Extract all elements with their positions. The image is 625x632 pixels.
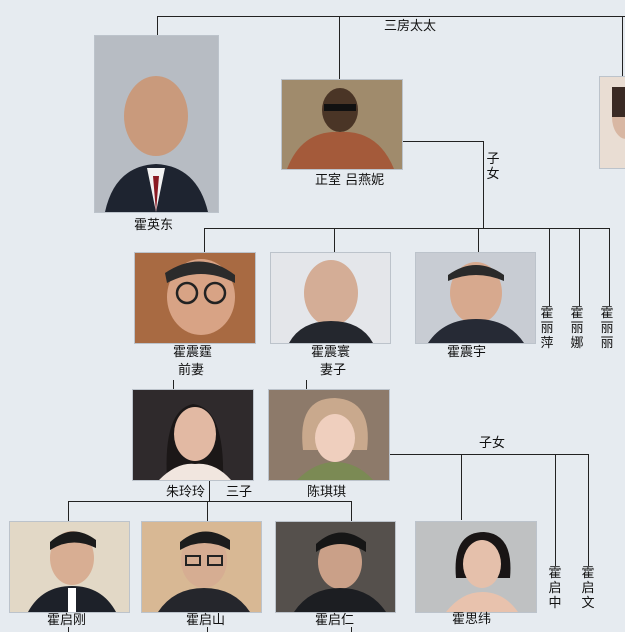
photo-huo-yingdong <box>94 35 219 213</box>
drop-lili <box>609 228 610 306</box>
name-huo-zhenyu: 霍震宇 <box>447 345 487 360</box>
label-wife: 妻子 <box>320 363 347 378</box>
name-huo-liping: 霍丽萍 <box>540 306 554 351</box>
drop-liping <box>549 228 550 306</box>
photo-huo-qiren <box>275 521 396 613</box>
sons-bus <box>68 501 351 502</box>
zhu-drop <box>209 479 210 501</box>
photo-zhu-lingling <box>132 389 254 481</box>
photo-huo-zhenhuan <box>270 252 391 344</box>
three-sons-label: 三子 <box>226 485 253 500</box>
photo-huo-qishan <box>141 521 262 613</box>
name-zhu-lingling: 朱玲玲 <box>166 485 206 500</box>
name-huo-qizhong: 霍启中 <box>548 566 562 611</box>
drop-qiren <box>351 501 352 521</box>
right-drop <box>622 16 623 76</box>
name-huo-lina: 霍丽娜 <box>570 306 584 351</box>
drop-qizhong <box>555 454 556 566</box>
name-huo-qigang: 霍启刚 <box>47 613 87 628</box>
drop-qiwen <box>588 454 589 566</box>
drop-zhenhuan <box>334 228 335 252</box>
chen-side-line <box>389 454 589 455</box>
drop-lina <box>579 228 580 306</box>
name-chen-qiqi: 陈琪琪 <box>307 485 347 500</box>
drop-zhenting <box>204 228 205 252</box>
qishan-bottom-line <box>207 627 208 632</box>
photo-chen-qiqi <box>268 389 390 481</box>
photo-huo-siwei <box>415 521 537 613</box>
qiren-bottom-line <box>351 627 352 632</box>
name-huo-siwei: 霍思纬 <box>452 612 492 627</box>
lv-side-line <box>401 141 483 142</box>
drop-qishan <box>207 501 208 521</box>
third-wife-label: 三房太太 <box>384 19 437 34</box>
top-branch-line <box>157 16 625 17</box>
zhenhuan-spouse-line <box>306 380 307 389</box>
drop-zhenyu <box>478 228 479 252</box>
drop-siwei <box>461 454 462 520</box>
name-huo-yingdong: 霍英东 <box>134 218 174 233</box>
lv-drop <box>339 16 340 79</box>
children-label-1: 子女 <box>486 152 500 182</box>
name-lv-yanni: 正室 吕燕妮 <box>315 173 385 188</box>
lv-children-drop <box>483 141 484 228</box>
name-huo-qiren: 霍启仁 <box>315 613 355 628</box>
zhenting-spouse-line <box>173 380 174 389</box>
name-huo-qishan: 霍启山 <box>186 613 226 628</box>
drop-qigang <box>68 501 69 521</box>
top-left-drop <box>157 16 158 36</box>
name-huo-qiwen: 霍启文 <box>581 566 595 611</box>
photo-huo-zhenting <box>134 252 256 344</box>
children-label-2: 子女 <box>479 436 506 451</box>
name-huo-zhenting: 霍震霆 <box>173 345 213 360</box>
name-huo-lili: 霍丽丽 <box>600 306 614 351</box>
photo-huo-zhenyu <box>415 252 536 344</box>
children-bus <box>204 228 610 229</box>
photo-lv-yanni <box>281 79 403 170</box>
qigang-bottom-line <box>68 627 69 632</box>
name-huo-zhenhuan: 霍震寰 <box>311 345 351 360</box>
photo-huo-qigang <box>9 521 130 613</box>
label-ex-wife: 前妻 <box>178 363 205 378</box>
photo-third-wife-partial <box>599 76 625 169</box>
